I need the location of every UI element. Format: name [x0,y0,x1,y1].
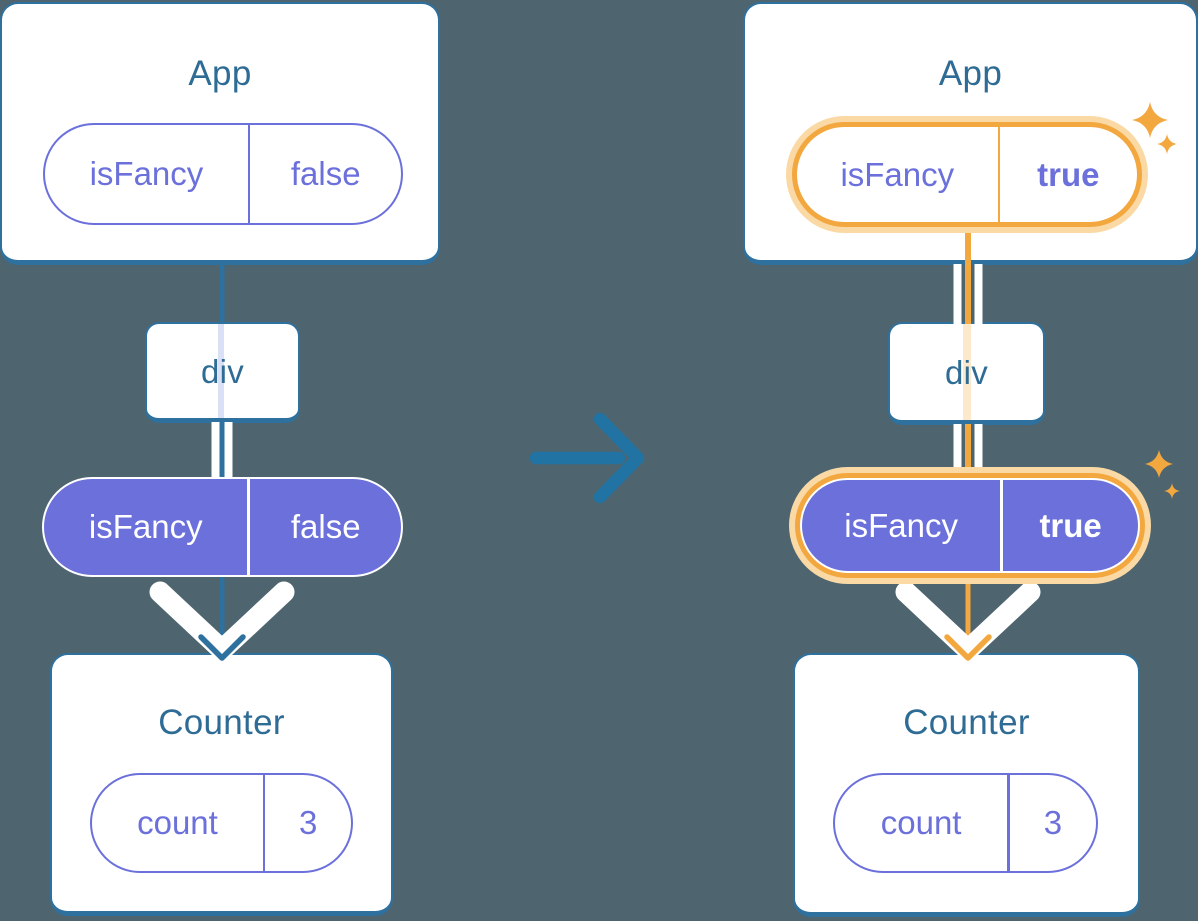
pill-divider [247,479,251,575]
component-title-app-before: App [188,54,252,93]
pill-divider [262,775,266,871]
prop-pill-before: isFancy false [42,477,403,577]
chevron-down-arrow-icon [149,581,295,661]
state-value: 3 [299,804,318,841]
component-card-div-after [888,322,1045,425]
state-key: count [137,804,218,841]
pill-divider [1000,480,1004,571]
prop-flow-line-faint [963,324,971,420]
state-value: false [290,155,361,192]
prop-rails-div-before [211,422,233,479]
chevron-down-arrow-icon [895,581,1041,661]
state-pill-counter-after: count 3 [833,773,1098,873]
state-pill-counter-before: count 3 [90,773,353,873]
component-title-counter-after: Counter [903,703,1030,742]
state-pill-app-before: isFancy false [43,123,403,225]
state-key: isFancy [89,155,204,192]
prop-rails-div-after [953,424,983,480]
prop-flow-line-faint [218,324,224,418]
pill-divider [997,127,1000,222]
prop-key: isFancy [844,506,958,544]
state-key: count [880,804,962,841]
pill-divider [247,125,251,223]
prop-key: isFancy [88,508,203,545]
prop-value: true [1039,506,1102,544]
arrow-right-icon [529,412,645,504]
component-title-counter-before: Counter [158,703,285,742]
prop-pill-after: isFancy true [800,478,1140,573]
component-title-div-before: div [200,353,245,390]
component-title-app-after: App [938,54,1003,93]
component-title-div-after: div [944,354,989,391]
state-value: 3 [1043,804,1063,841]
state-key: isFancy [840,155,955,193]
state-value: true [1037,155,1100,193]
sparkles-icon [1145,450,1180,499]
pill-divider [1007,775,1010,871]
prop-value: false [290,508,361,545]
component-card-div-before [145,322,300,423]
state-pill-app-after: isFancy true [797,127,1137,222]
